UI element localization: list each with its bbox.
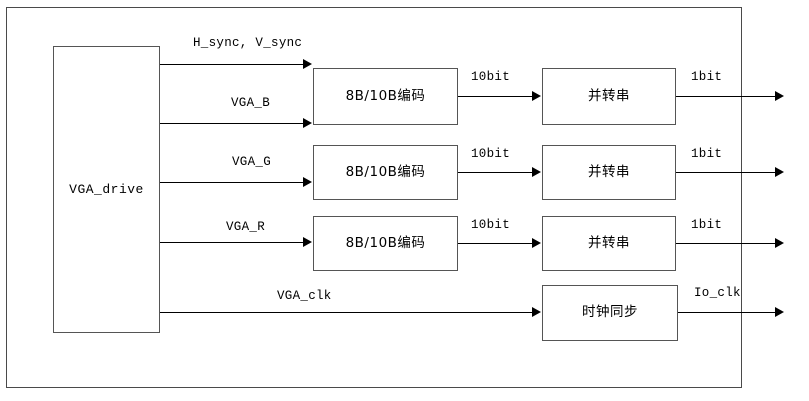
block-vga-drive[interactable]: VGA_drive [53, 46, 160, 333]
system-boundary-frame [6, 7, 742, 388]
wire-vga-clk [160, 312, 533, 313]
wire-sync [160, 64, 304, 65]
arrow-clk-out [775, 307, 784, 317]
arrow-ser-r-out [775, 238, 784, 248]
wire-ser-r-out [676, 243, 776, 244]
block-serializer-b-label: 并转串 [588, 87, 630, 104]
block-clock-sync[interactable]: 时钟同步 [542, 285, 678, 341]
label-sync: H_sync, V_sync [193, 36, 303, 50]
label-ser-g-out: 1bit [691, 147, 723, 161]
label-clk-out: Io_clk [694, 286, 741, 300]
wire-enc-r-out [458, 243, 533, 244]
label-ser-r-out: 1bit [691, 218, 723, 232]
block-clock-sync-label: 时钟同步 [582, 304, 638, 321]
wire-vga-g [160, 182, 304, 183]
wire-ser-b-out [676, 96, 776, 97]
block-vga-drive-label: VGA_drive [69, 182, 144, 197]
label-enc-r-out: 10bit [471, 218, 511, 232]
block-encoder-b[interactable]: 8B/10B编码 [313, 68, 458, 125]
arrow-ser-b-out [775, 91, 784, 101]
block-encoder-g[interactable]: 8B/10B编码 [313, 145, 458, 200]
wire-ser-g-out [676, 172, 776, 173]
wire-enc-g-out [458, 172, 533, 173]
label-vga-clk: VGA_clk [277, 289, 332, 303]
arrow-sync [303, 59, 312, 69]
label-vga-g: VGA_G [232, 155, 272, 169]
label-enc-b-out: 10bit [471, 70, 511, 84]
arrow-ser-g-out [775, 167, 784, 177]
arrow-enc-r-out [532, 238, 541, 248]
wire-vga-b [160, 123, 304, 124]
block-serializer-r[interactable]: 并转串 [542, 216, 676, 271]
wire-clk-out [678, 312, 776, 313]
block-encoder-r[interactable]: 8B/10B编码 [313, 216, 458, 271]
arrow-vga-clk [532, 307, 541, 317]
wire-vga-r [160, 242, 304, 243]
label-enc-g-out: 10bit [471, 147, 511, 161]
label-vga-b: VGA_B [231, 96, 271, 110]
arrow-vga-g [303, 177, 312, 187]
block-encoder-b-label: 8B/10B编码 [345, 87, 426, 104]
block-serializer-g-label: 并转串 [588, 163, 630, 180]
block-serializer-g[interactable]: 并转串 [542, 145, 676, 200]
block-encoder-r-label: 8B/10B编码 [345, 234, 426, 251]
block-encoder-g-label: 8B/10B编码 [345, 163, 426, 180]
arrow-vga-b [303, 118, 312, 128]
block-serializer-b[interactable]: 并转串 [542, 68, 676, 125]
label-vga-r: VGA_R [226, 220, 266, 234]
wire-enc-b-out [458, 96, 533, 97]
arrow-vga-r [303, 237, 312, 247]
block-serializer-r-label: 并转串 [588, 234, 630, 251]
arrow-enc-b-out [532, 91, 541, 101]
arrow-enc-g-out [532, 167, 541, 177]
label-ser-b-out: 1bit [691, 70, 723, 84]
